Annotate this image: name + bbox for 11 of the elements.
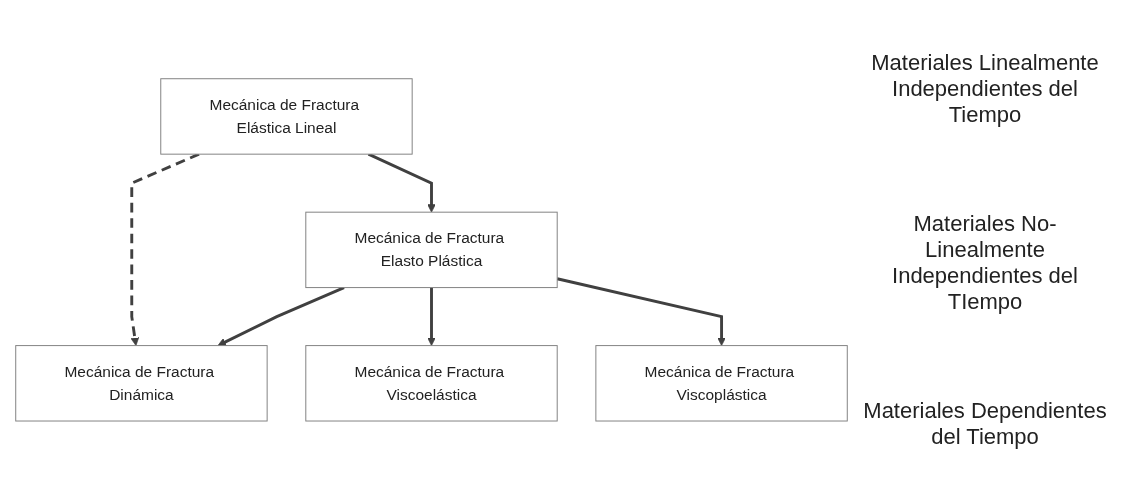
node-box: Mecánica de Fractura Dinámica xyxy=(15,345,268,422)
band-label: Materiales No-Linealmente Independientes del TIempo xyxy=(891,211,1079,315)
node-box: Mecánica de Fractura Elasto Plástica xyxy=(305,211,558,289)
arrow xyxy=(217,286,345,347)
arrow xyxy=(427,287,436,347)
arrow xyxy=(556,277,726,347)
band-label: Materiales Dependientes del Tiempo xyxy=(862,398,1108,451)
node-box: Mecánica de Fractura Elástica Lineal xyxy=(160,78,413,155)
band-label: Materiales Linealmente Independientes del Tiempo xyxy=(870,49,1100,128)
node-box: Mecánica de Fractura Viscoelástica xyxy=(305,345,558,422)
node-box: Mecánica de Fractura Viscoplástica xyxy=(595,345,848,422)
